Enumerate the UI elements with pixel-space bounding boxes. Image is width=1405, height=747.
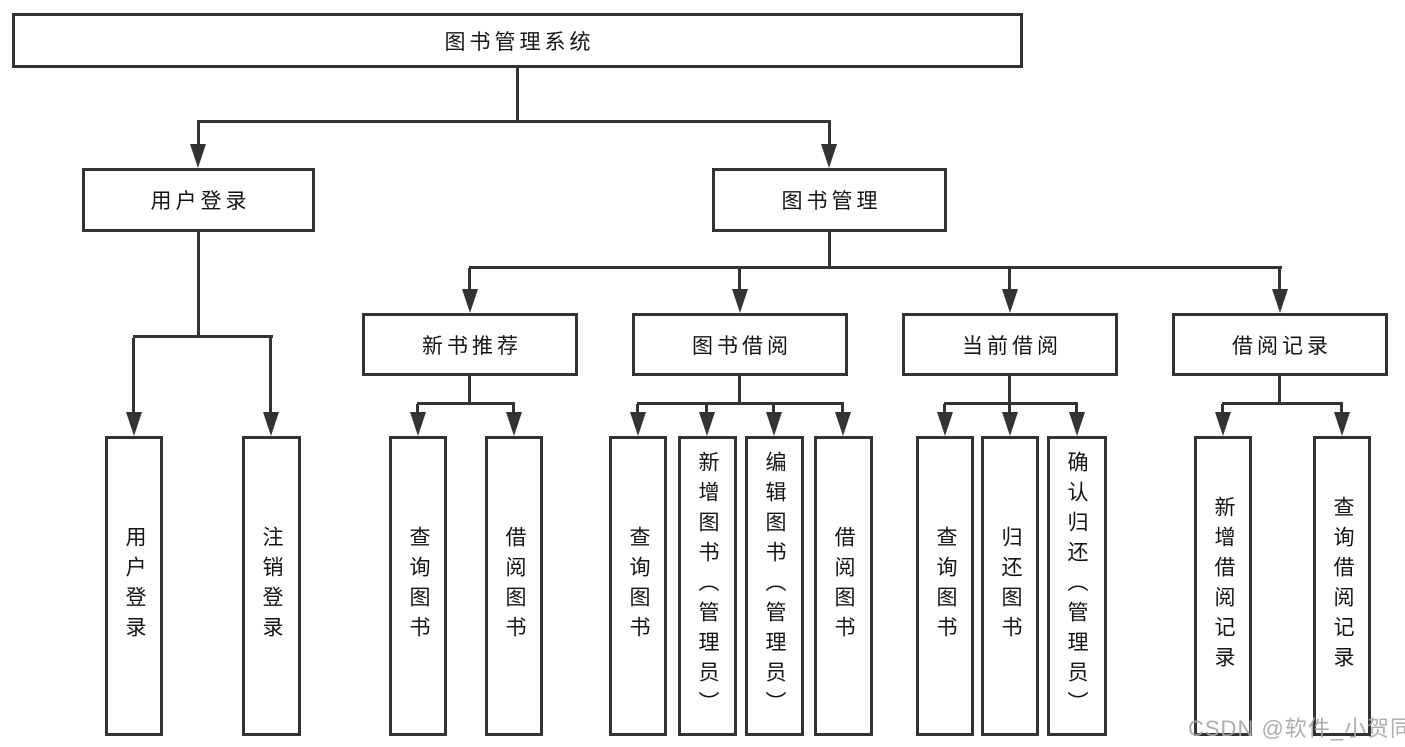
arrowhead-down-icon xyxy=(126,412,142,436)
arrowhead-down-icon xyxy=(1272,289,1288,313)
arrowhead-down-icon xyxy=(1002,412,1018,436)
connector-line xyxy=(1221,404,1224,414)
connector-line xyxy=(738,376,741,404)
connector-line xyxy=(197,122,200,146)
connector-line xyxy=(738,268,741,291)
node-new-book-recommend: 新书推荐 xyxy=(362,313,578,376)
arrowhead-down-icon xyxy=(937,412,953,436)
node-user-login: 用户登录 xyxy=(82,168,315,232)
arrowhead-down-icon xyxy=(699,412,715,436)
arrowhead-down-icon xyxy=(732,289,748,313)
connector-line xyxy=(705,404,708,414)
leaf-user-login: 用户登录 xyxy=(105,436,163,736)
connector-line xyxy=(1008,404,1011,414)
connector-line xyxy=(1075,404,1078,414)
connector-line xyxy=(197,120,831,123)
arrowhead-down-icon xyxy=(835,412,851,436)
leaf-newbooks-borrow: 借阅图书 xyxy=(485,436,543,736)
arrowhead-down-icon xyxy=(630,412,646,436)
arrowhead-down-icon xyxy=(1069,412,1085,436)
connector-line xyxy=(417,402,515,405)
connector-line xyxy=(197,232,200,338)
arrowhead-down-icon xyxy=(410,412,426,436)
leaf-newbooks-query: 查询图书 xyxy=(389,436,447,736)
arrowhead-down-icon xyxy=(821,144,837,168)
leaf-records-add: 新增借阅记录 xyxy=(1194,436,1252,736)
leaf-borrow-query: 查询图书 xyxy=(609,436,667,736)
connector-line xyxy=(269,338,272,414)
connector-line xyxy=(841,404,844,414)
connector-line xyxy=(516,66,519,122)
leaf-current-query: 查询图书 xyxy=(916,436,974,736)
node-book-borrow: 图书借阅 xyxy=(632,313,848,376)
arrowhead-down-icon xyxy=(1215,412,1231,436)
leaf-records-query: 查询借阅记录 xyxy=(1313,436,1371,736)
node-library-system: 图书管理系统 xyxy=(12,13,1023,68)
connector-line xyxy=(943,404,946,414)
connector-line xyxy=(133,335,273,338)
connector-line xyxy=(1278,376,1281,404)
arrowhead-down-icon xyxy=(1334,412,1350,436)
node-borrow-records: 借阅记录 xyxy=(1172,313,1388,376)
arrowhead-down-icon xyxy=(462,289,478,313)
node-book-management: 图书管理 xyxy=(712,168,947,232)
connector-line xyxy=(468,268,471,291)
connector-line xyxy=(636,404,639,414)
connector-line xyxy=(828,232,831,269)
arrowhead-down-icon xyxy=(766,412,782,436)
connector-line xyxy=(416,404,419,414)
leaf-current-confirm-admin: 确认归还（管理员） xyxy=(1047,436,1107,736)
node-current-borrow: 当前借阅 xyxy=(902,313,1118,376)
connector-line xyxy=(944,402,1078,405)
connector-line xyxy=(1340,404,1343,414)
arrowhead-down-icon xyxy=(1002,289,1018,313)
leaf-borrow-add-admin: 新增图书（管理员） xyxy=(678,436,737,736)
arrowhead-down-icon xyxy=(190,144,206,168)
connector-line xyxy=(637,402,844,405)
connector-line xyxy=(1222,402,1343,405)
leaf-borrow-borrow: 借阅图书 xyxy=(814,436,873,736)
connector-line xyxy=(468,376,471,404)
connector-line xyxy=(772,404,775,414)
leaf-logout: 注销登录 xyxy=(242,436,301,736)
connector-line xyxy=(512,404,515,414)
connector-line xyxy=(1008,376,1011,404)
connector-line xyxy=(132,338,135,414)
arrowhead-down-icon xyxy=(263,412,279,436)
leaf-borrow-edit-admin: 编辑图书（管理员） xyxy=(745,436,804,736)
connector-line xyxy=(828,122,831,146)
arrowhead-down-icon xyxy=(506,412,522,436)
leaf-current-return: 归还图书 xyxy=(981,436,1039,736)
connector-line xyxy=(1008,268,1011,291)
connector-line xyxy=(1278,268,1281,291)
watermark: CSDN @软件_小贺同学 xyxy=(1188,716,1405,741)
connector-line xyxy=(469,266,1282,269)
